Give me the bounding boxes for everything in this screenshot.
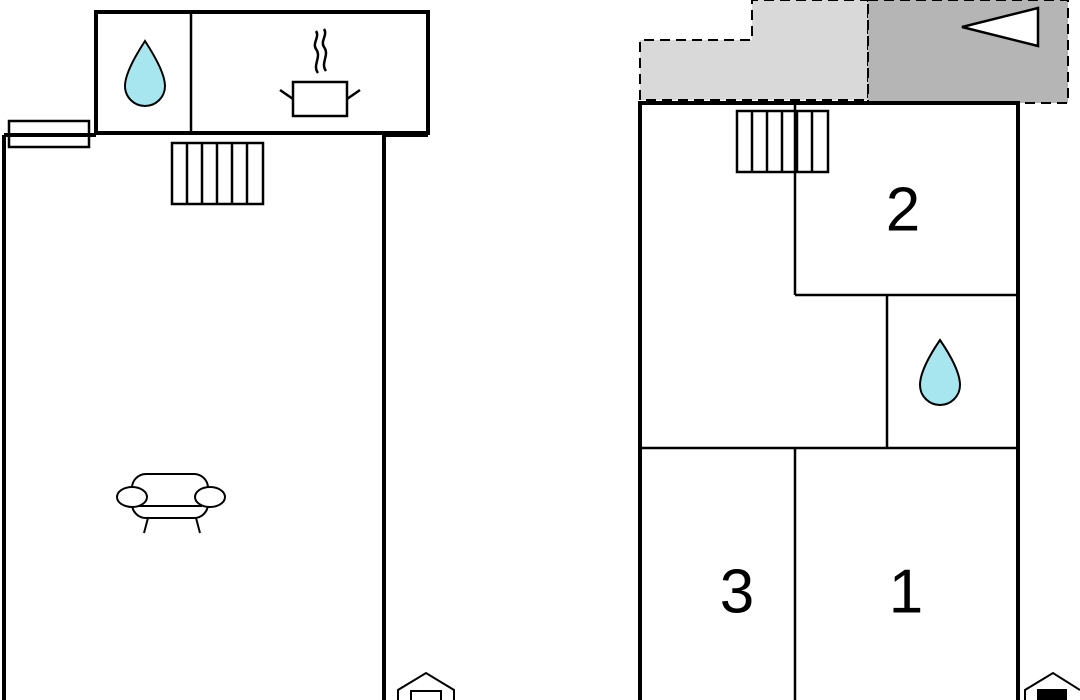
entrance-marker-icon [1024, 671, 1080, 700]
water-drop-icon [918, 338, 962, 406]
armchair-icon [116, 473, 226, 534]
room-label-2: 2 [886, 176, 920, 245]
window [7, 119, 91, 149]
room-label-3: 3 [720, 558, 754, 627]
upper-floor: 2 3 1 [638, 0, 1080, 700]
ground-floor [2, 10, 455, 700]
room-label-1: 1 [889, 558, 923, 627]
staircase-icon [735, 109, 830, 174]
arrow-direction-icon [961, 6, 1040, 48]
kitchen-annex [94, 10, 430, 135]
upper-floor-walls [638, 101, 1020, 700]
water-drop-icon [123, 39, 167, 107]
cooking-pot-icon [279, 28, 361, 118]
staircase-icon [170, 141, 265, 206]
entrance-marker-icon [397, 671, 455, 700]
terrace-light [639, 0, 869, 101]
ground-floor-walls [2, 133, 428, 700]
